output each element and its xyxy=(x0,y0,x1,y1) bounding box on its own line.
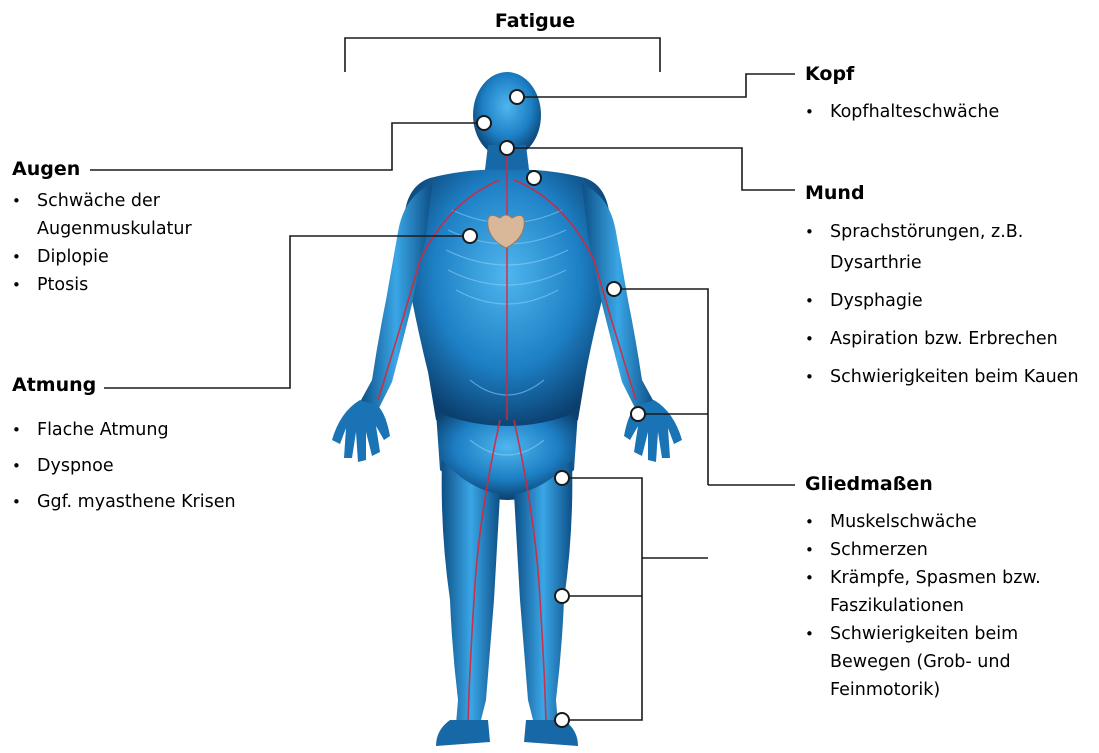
list-item: Muskelschwäche xyxy=(805,508,1097,536)
symptom-block-kopf: Kopf Kopfhalteschwäche xyxy=(805,63,1085,127)
marker-augen xyxy=(477,116,491,130)
list-item: Ggf. myasthene Krisen xyxy=(12,484,302,520)
block-heading: Atmung xyxy=(12,374,302,396)
marker-hand xyxy=(631,407,645,421)
symptom-block-gliedmassen: Gliedmaßen Muskelschwäche Schmerzen Kräm… xyxy=(805,473,1097,704)
marker-foot xyxy=(555,713,569,727)
block-heading: Augen xyxy=(12,158,272,180)
diagram-title: Fatigue xyxy=(420,10,650,32)
list-item: Schwierigkeiten beim Bewegen (Grob- und … xyxy=(805,620,1097,704)
list-item: Ptosis xyxy=(12,271,272,299)
marker-elbow xyxy=(607,282,621,296)
marker-kopf xyxy=(510,90,524,104)
block-heading: Mund xyxy=(805,182,1097,204)
symptom-list: Flache Atmung Dyspnoe Ggf. myasthene Kri… xyxy=(12,412,302,520)
list-item: Dysphagie xyxy=(805,286,1097,317)
fatigue-bracket xyxy=(345,38,660,72)
list-item: Flache Atmung xyxy=(12,412,302,448)
symptom-block-atmung: Atmung Flache Atmung Dyspnoe Ggf. myasth… xyxy=(12,374,302,520)
connector-kopf xyxy=(517,74,795,97)
list-item: Schwierigkeiten beim Kauen xyxy=(805,362,1097,393)
symptom-list: Kopfhalteschwäche xyxy=(805,98,1085,127)
block-heading: Kopf xyxy=(805,63,1085,85)
connector-leg-thigh xyxy=(562,478,642,720)
marker-shoulder xyxy=(527,171,541,185)
block-heading: Gliedmaßen xyxy=(805,473,1097,495)
symptom-list: Schwäche der Augenmuskulatur Diplopie Pt… xyxy=(12,187,272,299)
marker-atmung xyxy=(463,229,477,243)
marker-knee xyxy=(555,589,569,603)
marker-mund xyxy=(500,141,514,155)
list-item: Schwäche der Augenmuskulatur xyxy=(12,187,272,243)
list-item: Dyspnoe xyxy=(12,448,302,484)
list-item: Aspiration bzw. Erbrechen xyxy=(805,324,1097,355)
symptom-list: Muskelschwäche Schmerzen Krämpfe, Spasme… xyxy=(805,508,1097,704)
symptom-list: Sprachstörungen, z.B. Dysarthrie Dysphag… xyxy=(805,217,1097,393)
list-item: Sprachstörungen, z.B. Dysarthrie xyxy=(805,217,1097,279)
symptom-block-mund: Mund Sprachstörungen, z.B. Dysarthrie Dy… xyxy=(805,182,1097,400)
body-silhouette xyxy=(332,72,682,746)
list-item: Krämpfe, Spasmen bzw. Faszikulationen xyxy=(805,564,1097,620)
list-item: Diplopie xyxy=(12,243,272,271)
list-item: Kopfhalteschwäche xyxy=(805,98,1085,127)
marker-thigh xyxy=(555,471,569,485)
symptom-block-augen: Augen Schwäche der Augenmuskulatur Diplo… xyxy=(12,158,272,299)
list-item: Schmerzen xyxy=(805,536,1097,564)
